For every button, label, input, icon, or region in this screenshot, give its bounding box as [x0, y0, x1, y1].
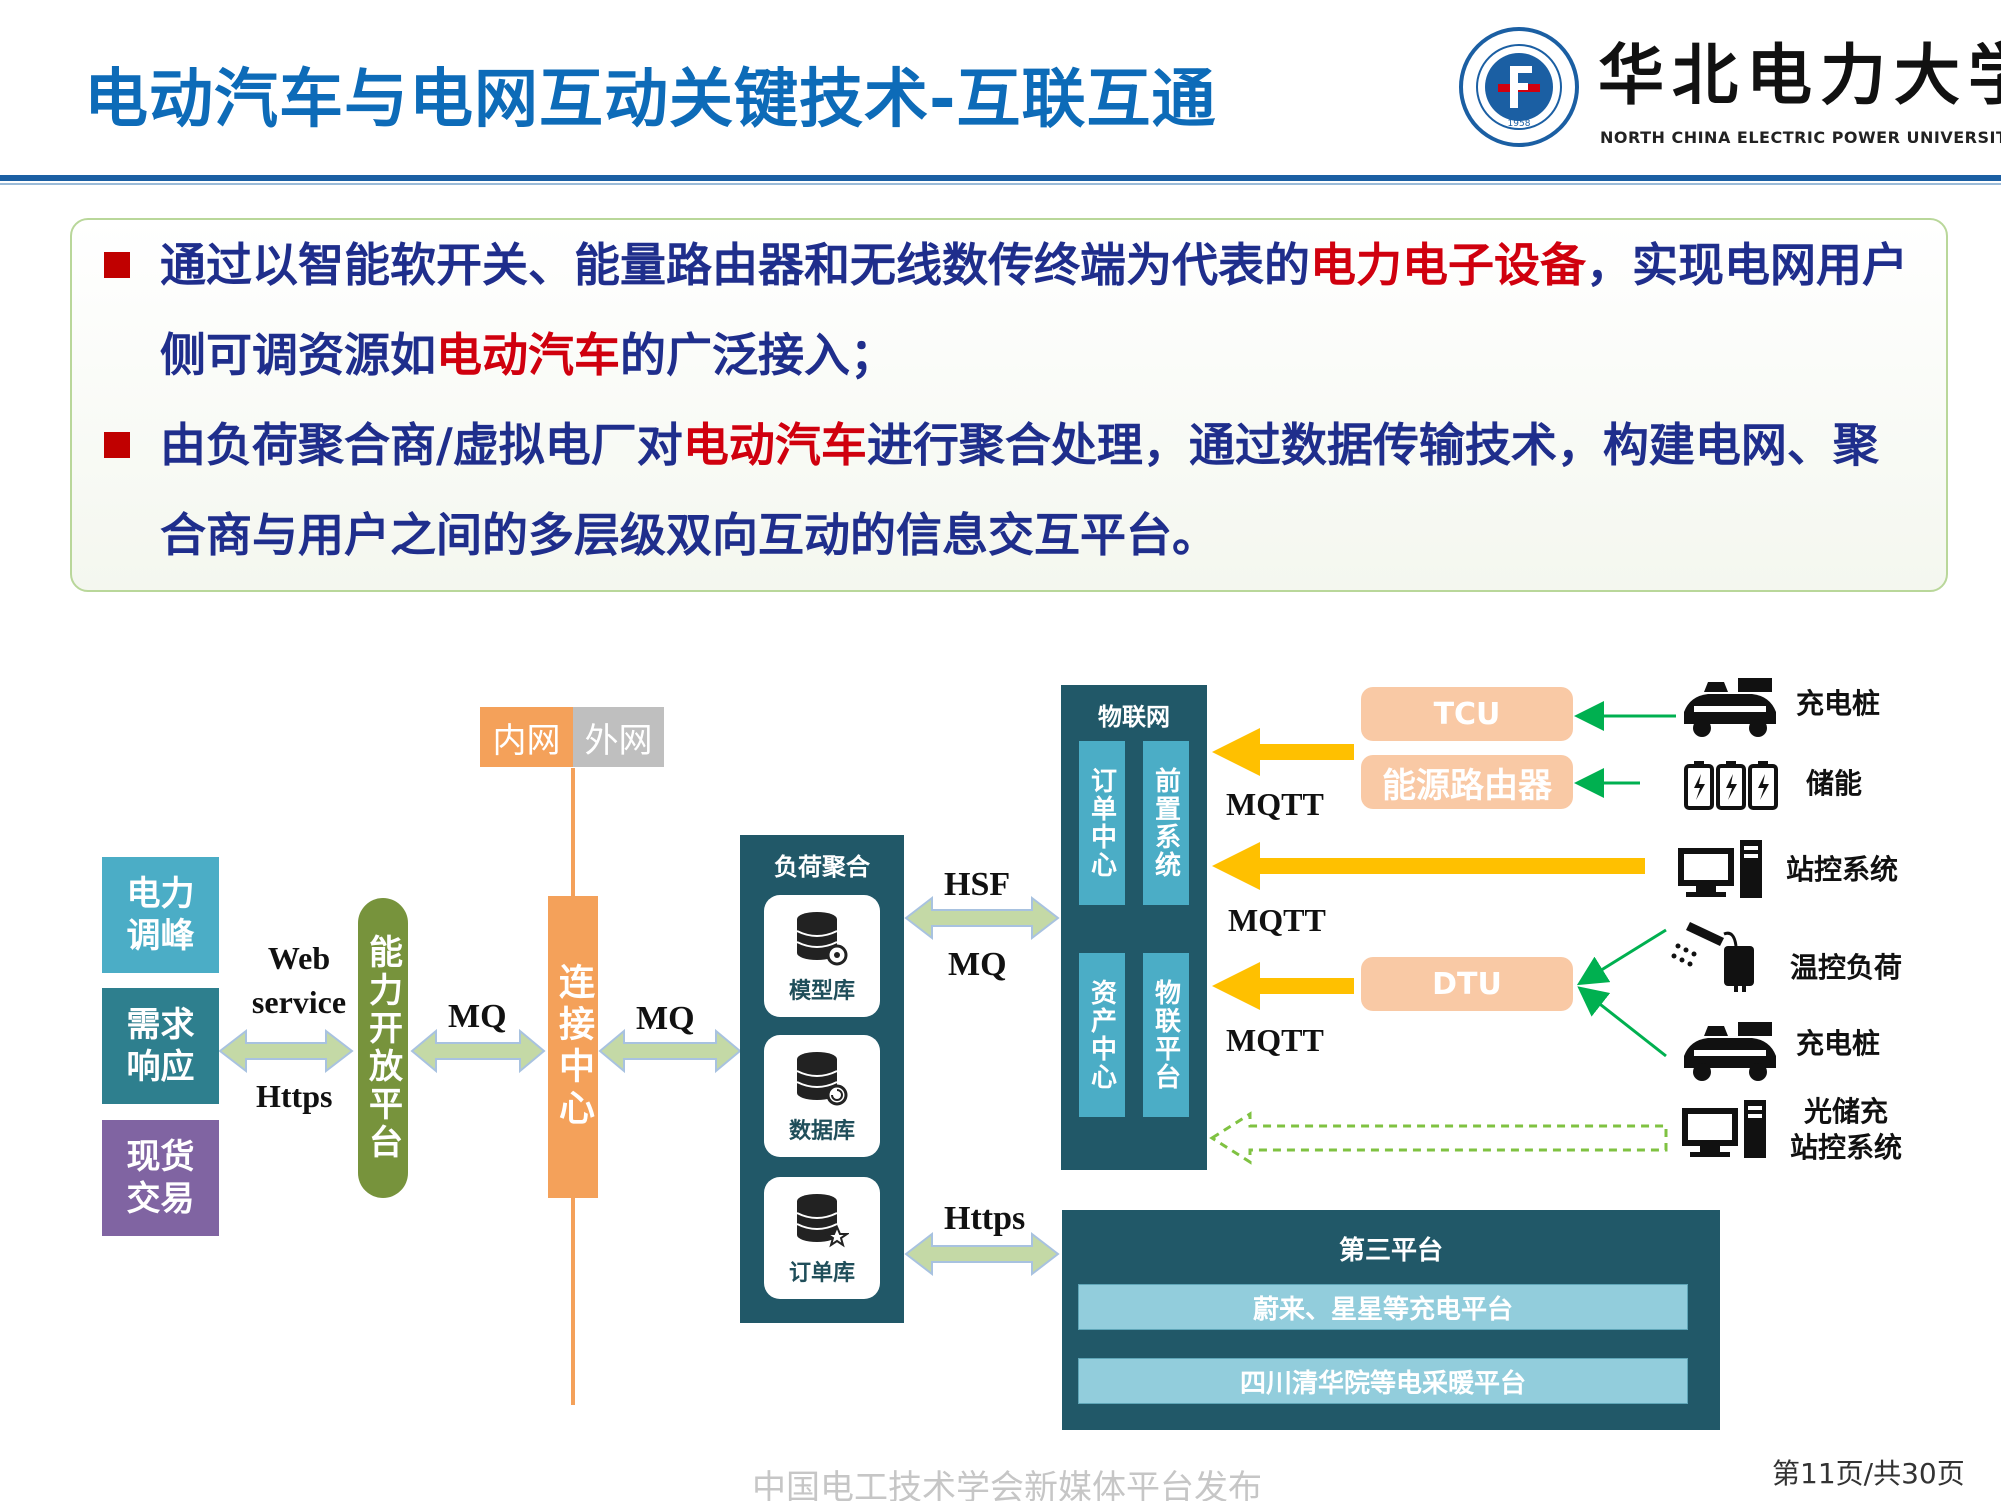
device-label-pv-station: 光储充 站控系统: [1790, 1094, 1902, 1166]
label-mqtt-3: MQTT: [1226, 1022, 1324, 1058]
university-seal-logo: 1958: [1459, 27, 1579, 147]
header-divider-thin: [0, 183, 2001, 185]
bullet1-text-1: 通过以智能软开关、能量路由器和无线数传终端为代表的: [160, 238, 1310, 292]
intro-box: 通过以智能软开关、能量路由器和无线数传终端为代表的电力电子设备，实现电网用户侧可…: [70, 218, 1948, 592]
pv-station-line-1: 光储充: [1804, 1095, 1889, 1128]
order-library-card[interactable]: 订单库: [764, 1177, 880, 1299]
third-platform-row-heating[interactable]: 四川清华院等电采暖平台: [1078, 1358, 1688, 1404]
yellow-arrow-station: [1212, 842, 1645, 890]
bullet2-highlight-1: 电动汽车: [682, 418, 867, 472]
bullet-marker: [104, 432, 130, 458]
gateway-tcu[interactable]: TCU: [1361, 687, 1573, 741]
bullet1-text-3: 的广泛接入；: [620, 328, 896, 382]
university-name-en: NORTH CHINA ELECTRIC POWER UNIVERSITY: [1600, 128, 2001, 147]
label-mqtt-1: MQTT: [1226, 786, 1324, 822]
tab-inner-network[interactable]: 内网: [480, 707, 573, 767]
iot-module-front-system[interactable]: 前置系统: [1143, 741, 1189, 905]
seal-year: 1958: [1508, 119, 1531, 129]
bullet1-highlight-2: 电动汽车: [436, 328, 620, 382]
label-mq-2: MQ: [636, 1000, 695, 1037]
battery-storage-icon: [1684, 761, 1778, 810]
third-platform-title: 第三平台: [1338, 1236, 1443, 1266]
dashed-arrow-pv-station: [1209, 1111, 1668, 1165]
bullet2-text-1: 由负荷聚合商/虚拟电厂对: [160, 418, 683, 472]
bullet1-highlight-1: 电力电子设备: [1310, 238, 1586, 292]
label-mq-1: MQ: [448, 998, 507, 1035]
model-library-label: 模型库: [788, 979, 855, 1004]
database-gear-icon: [796, 912, 848, 966]
database-refresh-icon: [796, 1052, 848, 1106]
database-card[interactable]: 数据库: [764, 1035, 880, 1157]
page-title: 电动汽车与电网互动关键技术-互联互通: [84, 63, 1217, 137]
pv-station-line-2: 站控系统: [1790, 1131, 1903, 1164]
yellow-arrow-dtu: [1212, 962, 1354, 1010]
bullet-marker: [104, 252, 130, 278]
device-label-thermal-load: 温控负荷: [1790, 951, 1903, 984]
university-name-cn: 华北电力大学: [1598, 36, 2001, 114]
device-label-charger-1: 充电桩: [1796, 687, 1881, 720]
device-label-storage: 储能: [1806, 767, 1863, 800]
header-divider: [0, 175, 2001, 181]
order-library-label: 订单库: [788, 1261, 855, 1286]
computer-icon: [1682, 1100, 1766, 1158]
gateway-energy-router[interactable]: 能源路由器: [1361, 755, 1573, 809]
intro-bullet-2: 由负荷聚合商/虚拟电厂对电动汽车进行聚合处理，通过数据传输技术，构建电网、聚合商…: [160, 400, 1920, 580]
label-mq-3: MQ: [948, 946, 1007, 983]
charging-car-icon: [1684, 678, 1776, 737]
gateway-dtu[interactable]: DTU: [1361, 957, 1573, 1011]
iot-module-iot-platform[interactable]: 物联平台: [1143, 953, 1189, 1117]
computer-icon: [1678, 840, 1762, 898]
load-aggregation-panel: 负荷聚合 模型库 数据库 订单库: [740, 835, 904, 1323]
label-web-service: Web service: [251, 940, 347, 1020]
connection-center[interactable]: 连接中心: [548, 896, 598, 1198]
capability-open-platform[interactable]: 能力开放平台: [358, 898, 408, 1198]
database-star-icon: [796, 1194, 849, 1248]
page-number: 第11页/共30页: [1772, 1457, 1965, 1490]
label-https-bottom: Https: [944, 1200, 1026, 1237]
label-mqtt-2: MQTT: [1228, 902, 1326, 938]
yellow-arrow-tcu: [1212, 728, 1354, 776]
label-hsf: HSF: [944, 866, 1011, 903]
double-arrow-https-bottom: [904, 1231, 1060, 1277]
intro-bullet-1: 通过以智能软开关、能量路由器和无线数传终端为代表的电力电子设备，实现电网用户侧可…: [160, 220, 1920, 400]
aggregation-title: 负荷聚合: [774, 853, 870, 881]
device-label-station-control: 站控系统: [1786, 853, 1899, 886]
shower-heater-icon: [1671, 922, 1754, 992]
tab-outer-network[interactable]: 外网: [573, 707, 664, 767]
footer-source: 中国电工技术学会新媒体平台发布: [752, 1468, 1262, 1501]
iot-panel: 物联网 订单中心 前置系统 资产中心 物联平台: [1061, 685, 1207, 1170]
database-label: 数据库: [788, 1119, 855, 1144]
iot-title: 物联网: [1098, 703, 1170, 731]
double-arrow-mq-1: [410, 1028, 546, 1074]
bullet2-text-2: 进行聚合处理，通过数据传输技术，构建电网、聚合商与用户之间的多层级双向互动的信息…: [160, 418, 1879, 562]
charging-car-icon: [1684, 1022, 1776, 1081]
model-library-card[interactable]: 模型库: [764, 895, 880, 1017]
label-https-left: Https: [256, 1078, 333, 1114]
double-arrow-hsf-mq: [904, 895, 1060, 941]
app-box-spot-trading[interactable]: 现货交易: [102, 1120, 219, 1236]
third-platform-row-charging[interactable]: 蔚来、星星等充电平台: [1078, 1284, 1688, 1330]
bullet1-text-2: ，实现电网用户侧可调资源如: [160, 238, 1908, 382]
green-arrow-charger-dtu: [1577, 986, 1667, 1058]
iot-module-asset-center[interactable]: 资产中心: [1079, 953, 1125, 1117]
iot-module-order-center[interactable]: 订单中心: [1079, 741, 1125, 905]
app-box-demand-response[interactable]: 需求响应: [102, 988, 219, 1104]
green-arrow-heater-dtu: [1576, 928, 1667, 986]
device-label-charger-2: 充电桩: [1796, 1027, 1881, 1060]
double-arrow-web-service: [218, 1028, 354, 1074]
app-box-peak-regulation[interactable]: 电力调峰: [102, 857, 219, 973]
